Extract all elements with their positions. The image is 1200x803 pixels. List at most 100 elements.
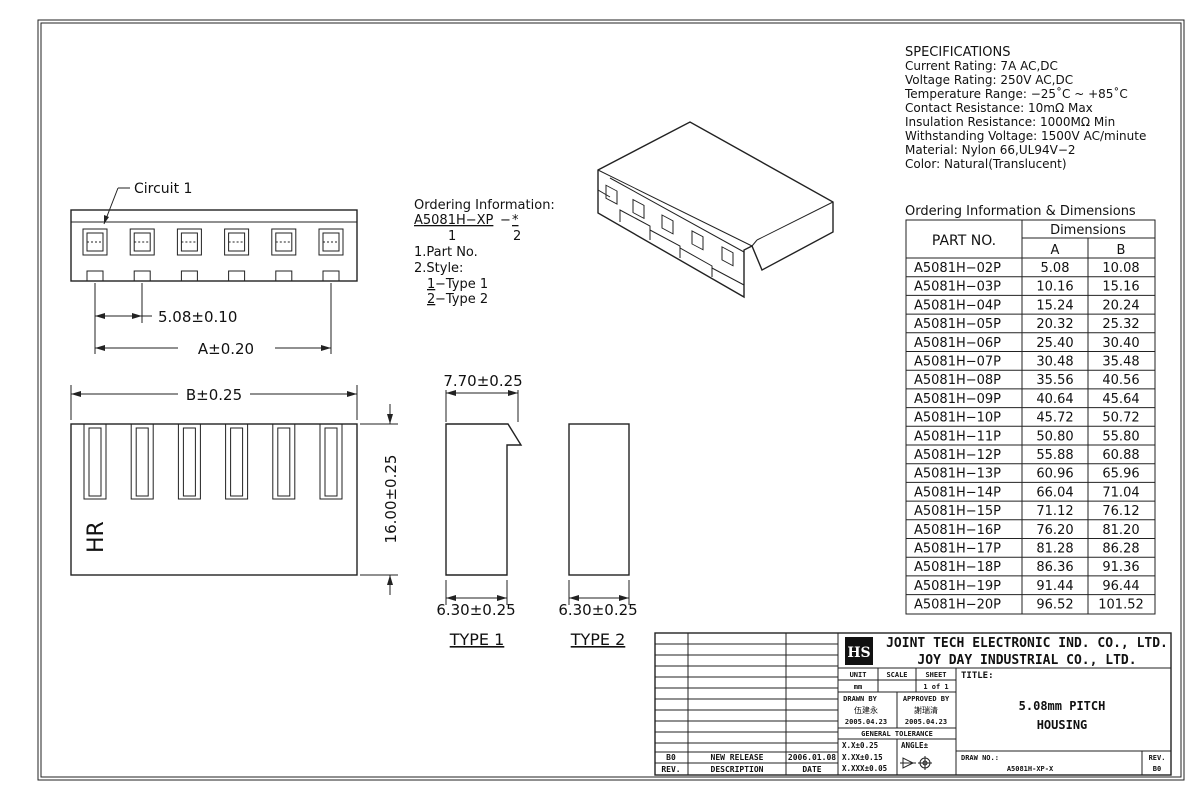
side-view-type2: 6.30±0.25 TYPE 2 — [558, 423, 638, 649]
table-row-b: 30.40 — [1102, 336, 1139, 351]
tolerance-3: X.XXX±0.05 — [842, 764, 887, 773]
table-row-a: 30.48 — [1036, 355, 1073, 370]
table-row-a: 25.40 — [1036, 336, 1073, 351]
dimension-height: 16.00±0.25 — [382, 455, 400, 544]
side-bottom-dimension-1: 6.30±0.25 — [436, 601, 515, 619]
spec-line: Material: Nylon 66,UL94V−2 — [905, 143, 1076, 157]
spec-line: Current Rating: 7A AC,DC — [905, 59, 1058, 73]
draw-no-value: A5081H-XP-X — [1007, 765, 1054, 773]
type1-label: TYPE 1 — [449, 630, 505, 649]
desc-header: DESCRIPTION — [711, 765, 764, 774]
table-row-part: A5081H−08P — [914, 373, 1001, 388]
spec-heading: SPECIFICATIONS — [905, 45, 1010, 60]
ordering-table: Ordering Information & Dimensions PART N… — [905, 204, 1156, 615]
table-row-a: 76.20 — [1036, 523, 1073, 538]
table-row-part: A5081H−07P — [914, 355, 1001, 370]
table-header-dims: Dimensions — [1050, 223, 1126, 238]
table-title: Ordering Information & Dimensions — [905, 204, 1136, 219]
spec-line: Color: Natural(Translucent) — [905, 157, 1067, 171]
bottom-view: B±0.25 HR 16.00±0.25 — [70, 385, 400, 595]
table-row-b: 86.28 — [1102, 542, 1139, 557]
rev-value: B0 — [1153, 765, 1161, 773]
rev-row-date: 2006.01.08 — [788, 753, 836, 762]
ordering-item-2: 2.Style: — [414, 261, 463, 276]
ordering-index-2: 2 — [513, 229, 521, 244]
table-row-part: A5081H−05P — [914, 317, 1001, 332]
date-header: DATE — [802, 765, 821, 774]
ordering-heading: Ordering Information: — [414, 198, 555, 213]
table-row-part: A5081H−20P — [914, 598, 1001, 613]
table-row-b: 60.88 — [1102, 448, 1139, 463]
table-row-a: 55.88 — [1036, 448, 1073, 463]
ordering-dash: − — [500, 213, 511, 228]
table-row-part: A5081H−12P — [914, 448, 1001, 463]
table-row-a: 81.28 — [1036, 542, 1073, 557]
table-row-b: 55.80 — [1102, 429, 1139, 444]
title-block: B0 NEW RELEASE 2006.01.08 REV. DESCRIPTI… — [654, 632, 1172, 776]
table-row-b: 35.48 — [1102, 355, 1139, 370]
table-row-part: A5081H−17P — [914, 542, 1001, 557]
specifications-block: SPECIFICATIONS Current Rating: 7A AC,DC … — [904, 45, 1146, 171]
table-row-part: A5081H−11P — [914, 429, 1001, 444]
scale-label: SCALE — [886, 671, 907, 679]
ordering-type2-text: −Type 2 — [435, 292, 488, 307]
ordering-star: * — [512, 213, 519, 228]
drawn-by-name: 伍建永 — [854, 705, 878, 715]
table-row-a: 60.96 — [1036, 467, 1073, 482]
table-row-b: 71.04 — [1102, 485, 1139, 500]
table-row-part: A5081H−10P — [914, 411, 1001, 426]
table-row-a: 35.56 — [1036, 373, 1073, 388]
table-row-a: 20.32 — [1036, 317, 1073, 332]
table-row-part: A5081H−13P — [914, 467, 1001, 482]
hr-mark: HR — [84, 521, 109, 553]
ordering-information: Ordering Information: A5081H−XP − * 1 2 … — [414, 198, 555, 307]
table-row-part: A5081H−19P — [914, 579, 1001, 594]
draw-no-label: DRAW NO.: — [961, 754, 999, 762]
table-row-part: A5081H−06P — [914, 336, 1001, 351]
table-row-part: A5081H−14P — [914, 485, 1001, 500]
table-row-a: 86.36 — [1036, 560, 1073, 575]
table-row-part: A5081H−15P — [914, 504, 1001, 519]
approved-by-label: APPROVED BY — [903, 695, 950, 703]
table-row-part: A5081H−18P — [914, 560, 1001, 575]
ordering-type1-num: 1 — [427, 277, 435, 292]
dimension-b: B±0.25 — [186, 386, 242, 404]
table-row-a: 10.16 — [1036, 280, 1073, 295]
spec-line: Withstanding Voltage: 1500V AC/minute — [905, 129, 1146, 143]
spec-line: Contact Resistance: 10mΩ Max — [905, 101, 1093, 115]
table-header-b: B — [1117, 243, 1126, 258]
table-row-part: A5081H−09P — [914, 392, 1001, 407]
company-name-2: JOY DAY INDUSTRIAL CO., LTD. — [917, 653, 1136, 668]
table-row-part: A5081H−16P — [914, 523, 1001, 538]
table-row-b: 96.44 — [1102, 579, 1139, 594]
outer-border — [37, 19, 1185, 781]
inner-border — [40, 22, 1182, 778]
table-row-part: A5081H−02P — [914, 261, 1001, 276]
table-row-a: 15.24 — [1036, 298, 1073, 313]
tolerance-2: X.XX±0.15 — [842, 753, 883, 762]
table-row-b: 65.96 — [1102, 467, 1139, 482]
company-logo — [845, 637, 873, 665]
spec-line: Voltage Rating: 250V AC,DC — [905, 73, 1073, 87]
projection-symbol-icon — [900, 756, 932, 770]
angle-label: ANGLE± — [901, 741, 929, 750]
table-row-a: 96.52 — [1036, 598, 1073, 613]
drawn-by-label: DRAWN BY — [843, 695, 878, 703]
table-row-b: 45.64 — [1102, 392, 1139, 407]
table-row-a: 40.64 — [1036, 392, 1073, 407]
table-row-b: 25.32 — [1102, 317, 1139, 332]
table-row-b: 50.72 — [1102, 411, 1139, 426]
dimension-a: A±0.20 — [198, 340, 254, 358]
table-header-a: A — [1051, 243, 1060, 258]
side-top-dimension: 7.70±0.25 — [443, 372, 522, 390]
table-row-a: 91.44 — [1036, 579, 1073, 594]
general-tolerance-label: GENERAL TOLERANCE — [861, 730, 933, 738]
drawn-date: 2005.04.23 — [845, 718, 887, 726]
side-view-type1: 7.70±0.25 6.30±0.25 TYPE 1 — [436, 372, 522, 649]
table-row-b: 76.12 — [1102, 504, 1139, 519]
drawing-title-line-2: HOUSING — [1037, 718, 1088, 732]
ordering-type1-text: −Type 1 — [435, 277, 488, 292]
front-view: Circuit 1 5.08±0.10 A±0.20 — [70, 181, 358, 358]
circuit-label: Circuit 1 — [134, 181, 192, 197]
